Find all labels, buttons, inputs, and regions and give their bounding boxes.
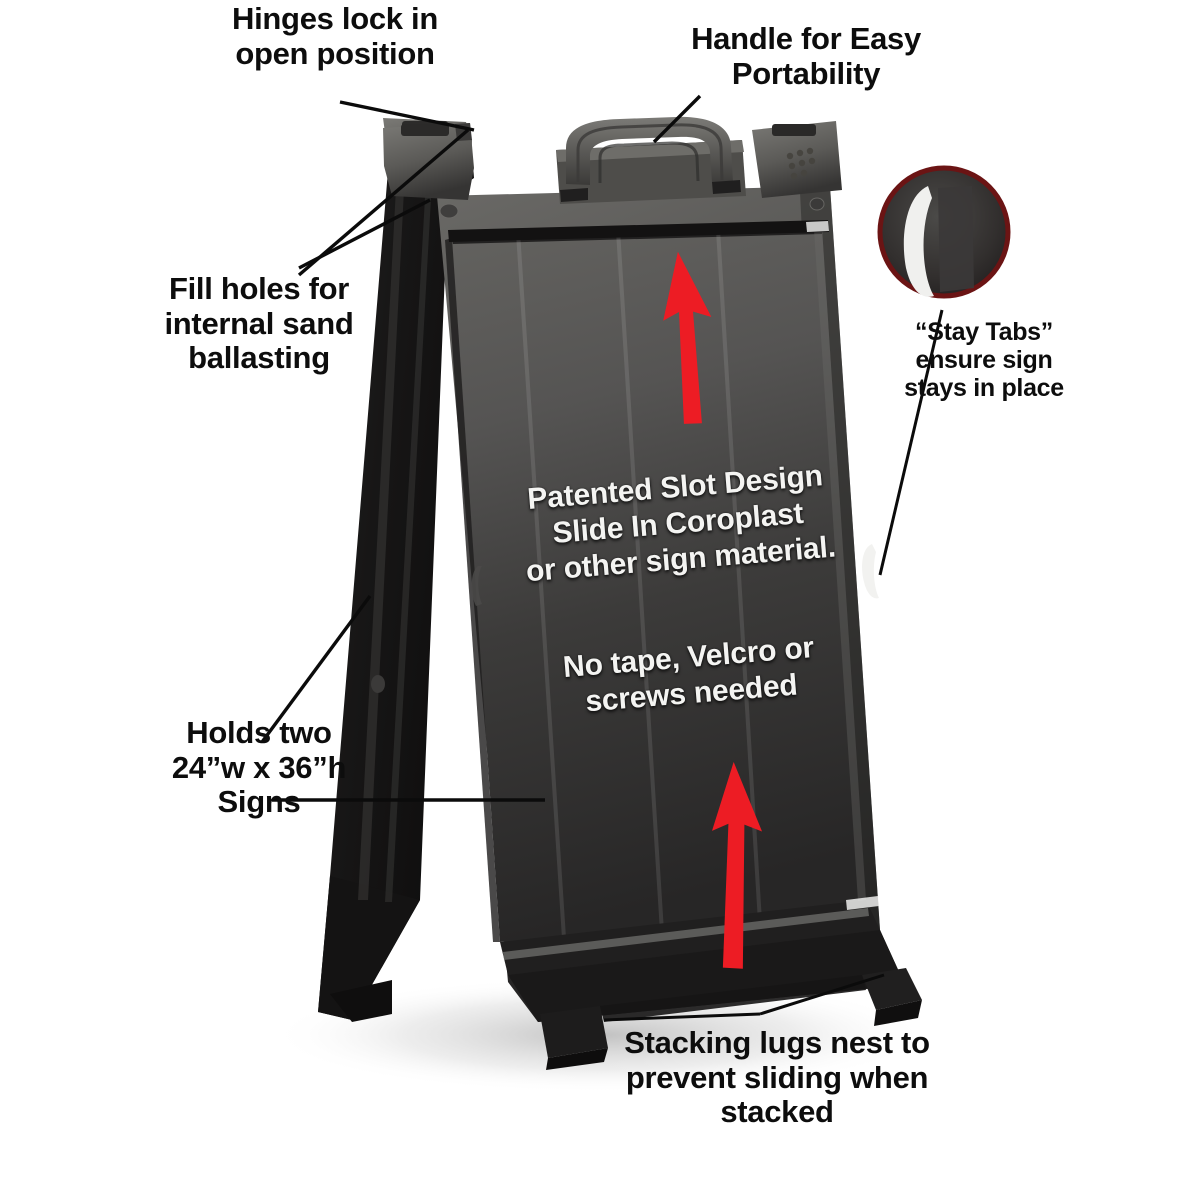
stay-tab-detail-inset bbox=[877, 165, 1011, 299]
sign-insertion-slot bbox=[448, 220, 829, 242]
callout-stacking-lugs: Stacking lugs nest to prevent sliding wh… bbox=[624, 1025, 930, 1130]
rear-panel bbox=[318, 122, 474, 1022]
callout-fill-holes: Fill holes for internal sand ballasting bbox=[164, 271, 354, 376]
leader-handle bbox=[652, 94, 702, 144]
callout-handle-portability: Handle for Easy Portability bbox=[691, 21, 921, 91]
hinge-cap-right bbox=[752, 121, 842, 198]
leader-holds-b bbox=[260, 594, 372, 744]
leader-stacking-a bbox=[759, 973, 885, 1016]
callout-stay-tabs: “Stay Tabs” ensure sign stays in place bbox=[904, 318, 1064, 402]
fill-hole-plug-left bbox=[439, 203, 459, 219]
top-hardware bbox=[383, 116, 842, 204]
red-arrows bbox=[663, 252, 763, 969]
callout-holds-two-signs: Holds two 24”w x 36”h Signs bbox=[171, 715, 347, 820]
leader-staytabs bbox=[878, 309, 944, 576]
leader-fillholes bbox=[297, 128, 470, 277]
callout-hinges-lock: Hinges lock in open position bbox=[232, 1, 438, 71]
leader-hinges-a bbox=[339, 100, 475, 132]
front-sign-panel bbox=[437, 186, 905, 1022]
arrow-top-icon bbox=[663, 252, 712, 424]
carry-handle bbox=[556, 116, 746, 204]
fill-hole-plug-right bbox=[809, 197, 825, 211]
stay-tab-left bbox=[471, 566, 482, 606]
stay-tab bbox=[862, 544, 879, 599]
leader-stacking-b bbox=[603, 1012, 761, 1022]
leader-lines bbox=[260, 94, 944, 1022]
arrow-bottom-icon bbox=[712, 761, 763, 969]
